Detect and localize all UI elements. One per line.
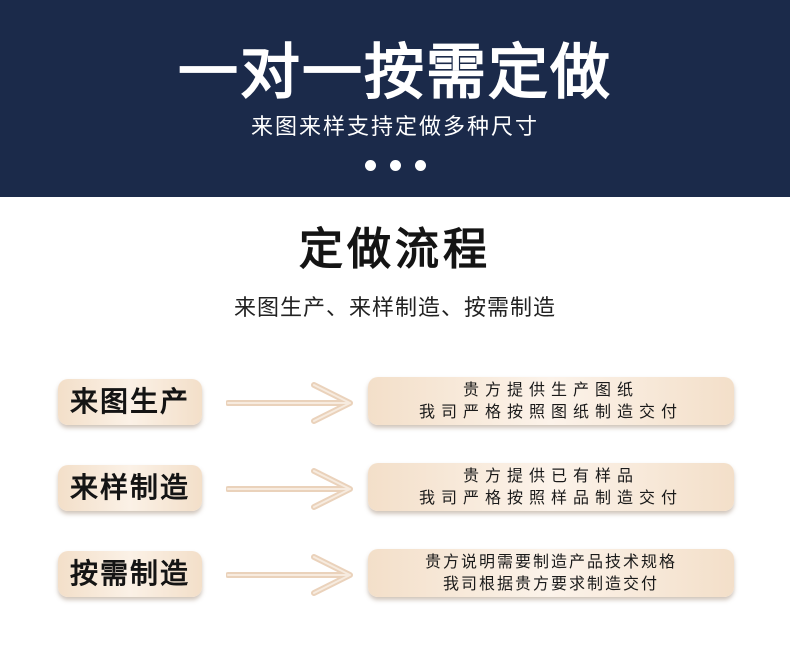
dot-icon (414, 160, 426, 171)
dot-icon (389, 160, 401, 171)
process-step: 来图生产 贵方提供生产图纸 我司严格按照图纸制造交付 (0, 375, 790, 431)
banner-title: 一对一按需定做 (178, 38, 612, 108)
step-label: 来图生产 (58, 379, 202, 425)
banner-subtitle: 来图来样支持定做多种尺寸 (250, 115, 539, 140)
right-arrow-icon (226, 382, 353, 424)
step-description: 贵方说明需要制造产品技术规格 我司根据贵方要求制造交付 (368, 549, 734, 597)
step-description-line-2: 我司严格按照图纸制造交付 (418, 402, 683, 421)
step-description: 贵方提供已有样品 我司严格按照样品制造交付 (368, 463, 734, 511)
step-description-line-2: 我司根据贵方要求制造交付 (442, 574, 659, 593)
section-subtitle: 来图生产、来样制造、按需制造 (233, 296, 556, 321)
process-step: 来样制造 贵方提供已有样品 我司严格按照样品制造交付 (0, 461, 790, 517)
step-description-line-1: 贵方提供生产图纸 (462, 380, 639, 399)
dot-icon (364, 160, 376, 171)
step-description-line-1: 贵方提供已有样品 (462, 466, 639, 485)
step-label: 来样制造 (58, 465, 202, 511)
section-title: 定做流程 (299, 224, 491, 275)
right-arrow-icon (226, 554, 353, 596)
process-step: 按需制造 贵方说明需要制造产品技术规格 我司根据贵方要求制造交付 (0, 547, 790, 603)
header-banner: 一对一按需定做 来图来样支持定做多种尺寸 (0, 0, 790, 197)
decorative-dots (0, 160, 790, 172)
right-arrow-icon (226, 468, 353, 510)
step-description: 贵方提供生产图纸 我司严格按照图纸制造交付 (368, 377, 734, 425)
step-description-line-2: 我司严格按照样品制造交付 (418, 488, 683, 507)
step-label: 按需制造 (58, 551, 202, 597)
step-description-line-1: 贵方说明需要制造产品技术规格 (424, 552, 677, 571)
